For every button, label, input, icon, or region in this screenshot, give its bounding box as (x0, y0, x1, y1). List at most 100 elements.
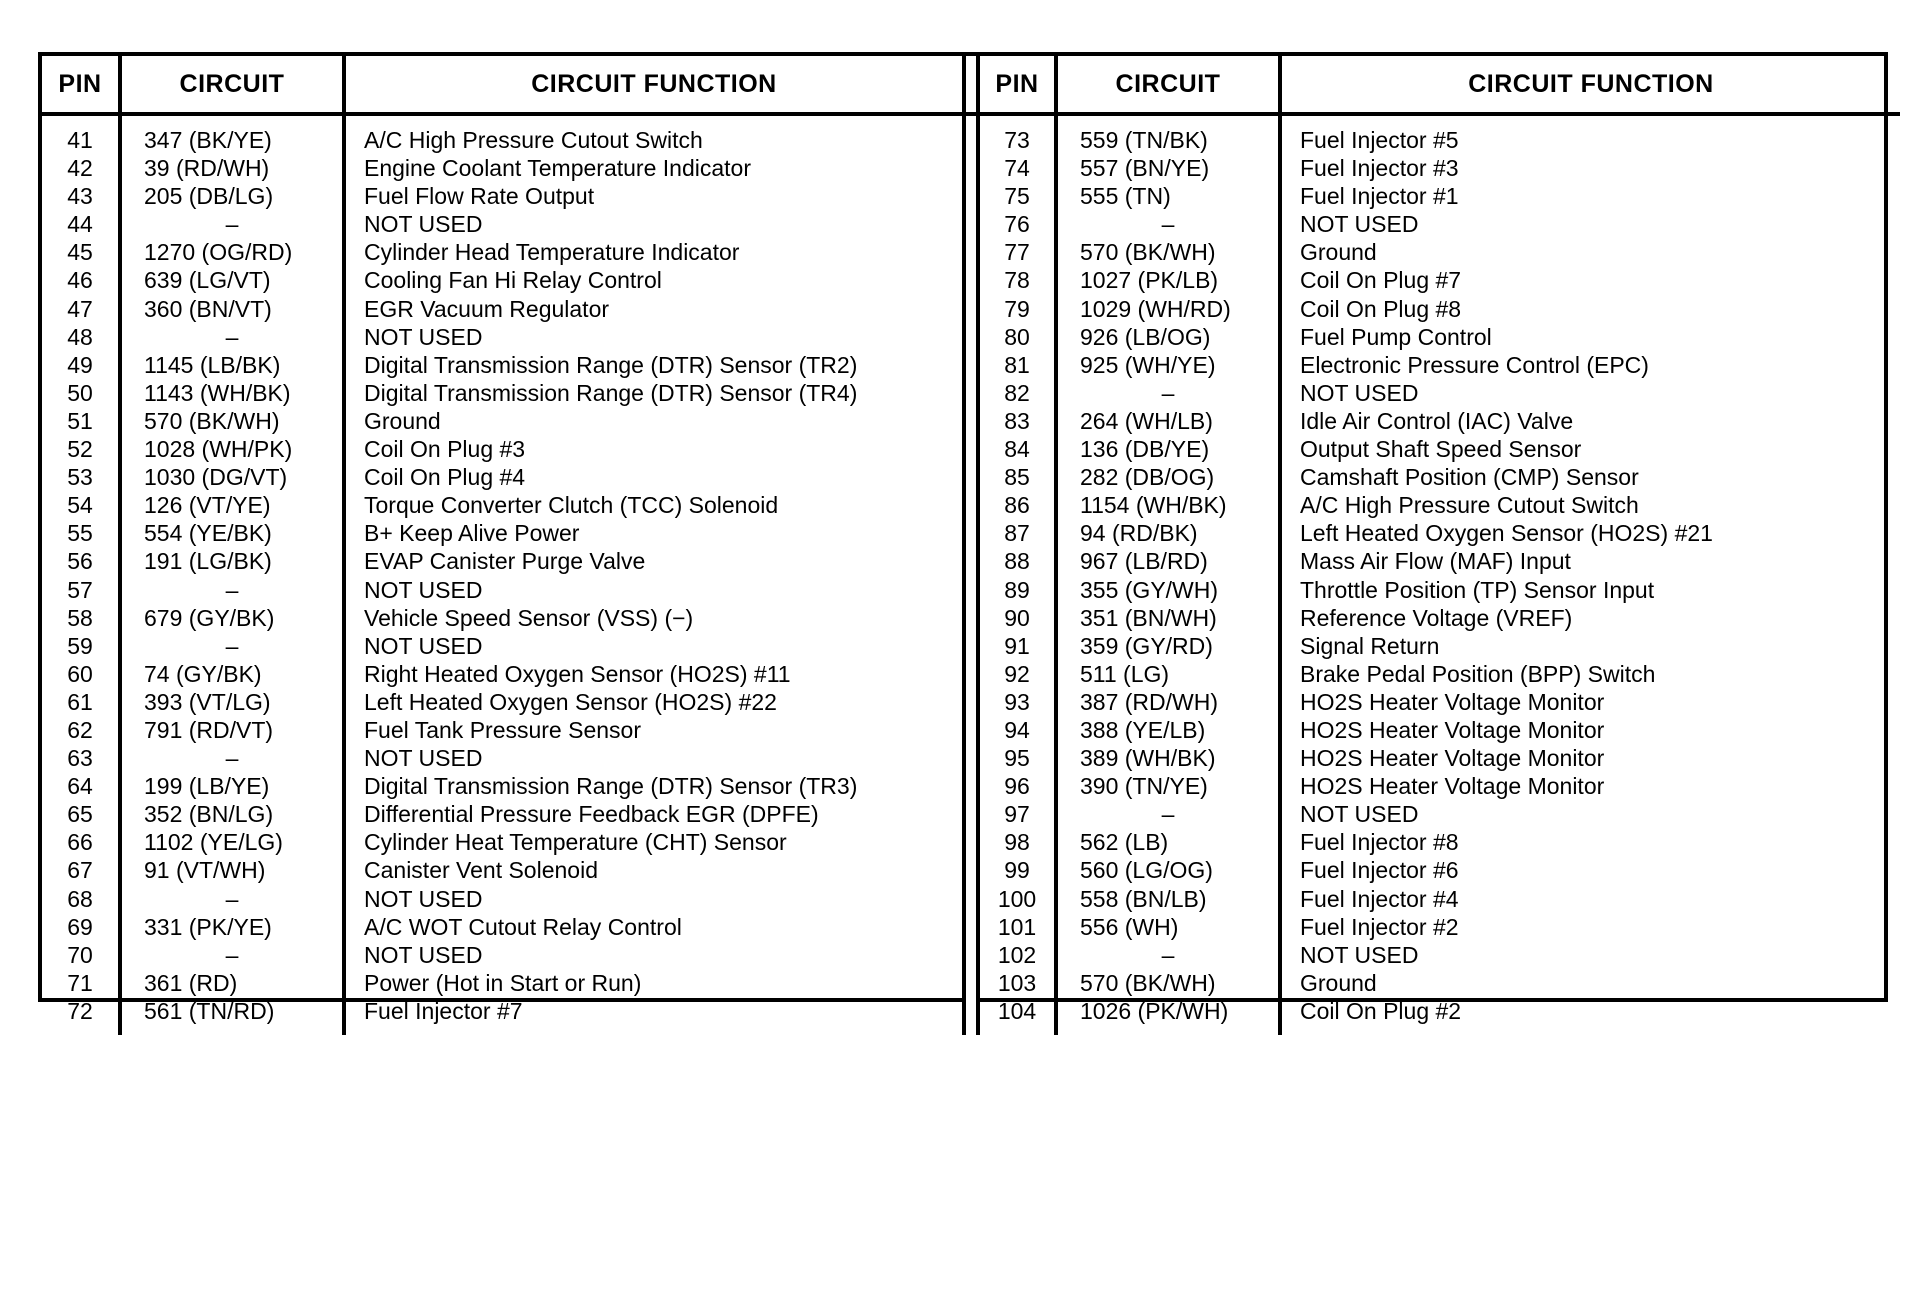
circuit-function: Left Heated Oxygen Sensor (HO2S) #22 (364, 688, 777, 715)
circuit-function: NOT USED (1300, 211, 1419, 238)
circuit-id: 126 (VT/YE) (144, 492, 271, 519)
pin-number: 69 (67, 913, 93, 940)
pin-number: 91 (1004, 632, 1030, 659)
circuit-function: Fuel Injector #1 (1300, 183, 1459, 210)
circuit-function: Fuel Injector #5 (1300, 127, 1459, 153)
circuit-id: 511 (LG) (1080, 660, 1170, 687)
circuit-id: 926 (LB/OG) (1080, 323, 1211, 350)
circuit-column-left: 347 (BK/YE)39 (RD/WH)205 (DB/LG)–1270 (O… (122, 116, 342, 1035)
pin-number: 64 (67, 773, 93, 800)
pin-number: 51 (67, 407, 93, 434)
pin-number: 81 (1004, 351, 1030, 378)
pin-number: 86 (1004, 492, 1030, 519)
pin-number: 102 (997, 941, 1037, 968)
circuit-id: 390 (TN/YE) (1080, 773, 1208, 800)
circuit-id: – (225, 323, 239, 350)
circuit-function: NOT USED (364, 576, 483, 603)
circuit-id: 570 (BK/WH) (1080, 239, 1216, 266)
pin-number: 88 (1004, 548, 1030, 575)
circuit-id: 282 (DB/OG) (1080, 464, 1215, 491)
circuit-id: 1029 (WH/RD) (1080, 295, 1231, 322)
circuit-id: 1143 (WH/BK) (144, 379, 291, 406)
circuit-id: 388 (YE/LB) (1080, 716, 1206, 743)
circuit-function: Canister Vent Solenoid (364, 857, 598, 884)
circuit-function: Output Shaft Speed Sensor (1300, 436, 1582, 463)
circuit-id: 562 (LB) (1080, 829, 1169, 856)
circuit-function: B+ Keep Alive Power (364, 520, 580, 547)
pin-number: 53 (67, 464, 93, 491)
circuit-function: Signal Return (1300, 632, 1440, 659)
circuit-function: Digital Transmission Range (DTR) Sensor … (364, 351, 858, 378)
pin-number: 93 (1004, 688, 1030, 715)
pin-number: 104 (997, 997, 1037, 1024)
circuit-id: 679 (GY/BK) (144, 604, 275, 631)
circuit-function: Camshaft Position (CMP) Sensor (1300, 464, 1639, 491)
pin-number: 66 (67, 829, 93, 856)
pin-number: 82 (1004, 379, 1030, 406)
circuit-function: Cylinder Head Temperature Indicator (364, 239, 740, 266)
pin-number: 100 (997, 885, 1037, 912)
circuit-id: 555 (TN) (1080, 183, 1171, 210)
pin-number: 95 (1004, 745, 1030, 772)
circuit-function: NOT USED (364, 323, 483, 350)
circuit-id: 1145 (LB/BK) (144, 351, 281, 378)
circuit-id: – (225, 745, 239, 772)
circuit-function: NOT USED (364, 885, 483, 912)
center-divider (962, 56, 980, 116)
pin-number: 83 (1004, 407, 1030, 434)
pin-number: 47 (67, 295, 93, 322)
circuit-id: 360 (BN/VT) (144, 295, 272, 322)
pin-number: 58 (67, 604, 93, 631)
circuit-function: HO2S Heater Voltage Monitor (1300, 773, 1605, 800)
pin-number: 97 (1004, 801, 1030, 828)
circuit-id: 1102 (YE/LG) (144, 829, 283, 856)
circuit-id: 361 (RD) (144, 969, 238, 996)
pin-number: 60 (67, 660, 93, 687)
pin-number: 63 (67, 745, 93, 772)
pin-number: 72 (67, 997, 93, 1024)
circuit-function: Cylinder Heat Temperature (CHT) Sensor (364, 829, 787, 856)
circuit-function: HO2S Heater Voltage Monitor (1300, 716, 1605, 743)
circuit-function: Fuel Tank Pressure Sensor (364, 716, 641, 743)
circuit-function: Ground (364, 407, 441, 434)
circuit-function: Mass Air Flow (MAF) Input (1300, 548, 1571, 575)
circuit-function: Vehicle Speed Sensor (VSS) (−) (364, 604, 694, 631)
circuit-id: – (1161, 379, 1175, 406)
circuit-id: 393 (VT/LG) (144, 688, 271, 715)
circuit-id: 136 (DB/YE) (1080, 436, 1210, 463)
header-circuit-left: CIRCUIT (120, 56, 346, 116)
circuit-function: A/C High Pressure Cutout Switch (364, 127, 703, 153)
circuit-function: Fuel Injector #3 (1300, 155, 1459, 182)
pin-number: 52 (67, 436, 93, 463)
circuit-function: Fuel Injector #8 (1300, 829, 1459, 856)
circuit-function: Reference Voltage (VREF) (1300, 604, 1573, 631)
pin-number: 50 (67, 379, 93, 406)
circuit-function: Cooling Fan Hi Relay Control (364, 267, 662, 294)
circuit-id: 264 (WH/LB) (1080, 407, 1213, 434)
circuit-function: NOT USED (364, 632, 483, 659)
circuit-function: Coil On Plug #2 (1300, 997, 1462, 1024)
pin-number: 98 (1004, 829, 1030, 856)
circuit-function: NOT USED (364, 745, 483, 772)
header-circuit-right: CIRCUIT (1056, 56, 1282, 116)
pin-number: 87 (1004, 520, 1030, 547)
header-pin-right: PIN (978, 56, 1058, 116)
circuit-id: 554 (YE/BK) (144, 520, 272, 547)
pin-number: 101 (997, 913, 1037, 940)
circuit-function: Coil On Plug #8 (1300, 295, 1462, 322)
circuit-function: Fuel Injector #4 (1300, 885, 1459, 912)
circuit-function: HO2S Heater Voltage Monitor (1300, 745, 1605, 772)
circuit-id: – (1161, 941, 1175, 968)
circuit-id: 1270 (OG/RD) (144, 239, 293, 266)
pin-number: 89 (1004, 576, 1030, 603)
circuit-function: Brake Pedal Position (BPP) Switch (1300, 660, 1656, 687)
circuit-function: Fuel Flow Rate Output (364, 183, 595, 210)
pin-number: 76 (1004, 211, 1030, 238)
circuit-function: Idle Air Control (IAC) Valve (1300, 407, 1574, 434)
header-pin-left: PIN (42, 56, 122, 116)
circuit-id: – (1161, 801, 1175, 828)
